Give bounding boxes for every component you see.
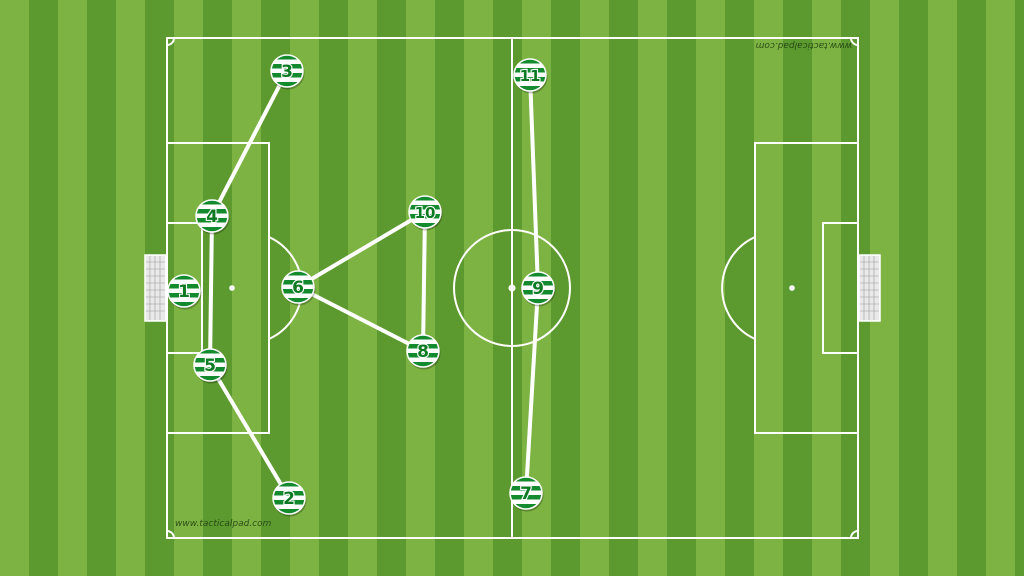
corner-arc-bottom-right	[850, 530, 859, 539]
right-penalty-spot	[789, 285, 795, 291]
link-6-10	[296, 210, 427, 289]
player-6[interactable]: 6	[281, 270, 316, 306]
link-10-8	[421, 210, 427, 353]
player-2[interactable]: 2	[272, 481, 307, 517]
player-10-hoops	[409, 196, 441, 228]
player-3-hoops	[271, 55, 303, 87]
corner-arc-bottom-left	[166, 530, 175, 539]
player-7-hoops	[510, 477, 542, 509]
passing-links	[208, 69, 540, 500]
player-3[interactable]: 3	[270, 54, 305, 90]
player-6-hoops	[282, 271, 314, 303]
corner-arc-top-left	[166, 37, 175, 46]
player-5-hoops	[194, 349, 226, 381]
player-number: 7	[520, 484, 532, 504]
player-9-hoops	[522, 272, 554, 304]
player-number: 2	[283, 489, 295, 509]
right-goal-net	[858, 254, 881, 322]
players: 1 2 3 4 5 6 7 8 9 10 11	[167, 54, 556, 517]
link-3-4	[210, 69, 289, 218]
watermark-bottom: www.tacticalpad.com	[175, 519, 272, 529]
right-goal-area	[822, 222, 859, 354]
player-10[interactable]: 10	[408, 195, 443, 231]
player-9[interactable]: 9	[521, 271, 556, 307]
player-4[interactable]: 4	[195, 199, 230, 235]
player-number: 5	[204, 356, 216, 376]
player-7[interactable]: 7	[509, 476, 544, 512]
corner-arc-top-right	[850, 37, 859, 46]
player-5[interactable]: 5	[193, 348, 228, 384]
player-11-hoops	[514, 59, 546, 91]
player-number: 6	[292, 278, 304, 298]
player-1[interactable]: 1	[167, 274, 202, 310]
player-number: 4	[206, 207, 218, 227]
player-number: 8	[417, 342, 429, 362]
link-4-5	[208, 214, 214, 367]
player-number: 3	[281, 62, 293, 82]
player-8[interactable]: 8	[406, 334, 441, 370]
player-1-hoops	[168, 275, 200, 307]
left-penalty-spot	[229, 285, 235, 291]
center-circle	[453, 229, 571, 347]
player-number: 10	[415, 204, 436, 222]
link-11-9	[528, 73, 540, 290]
left-goal-net	[144, 254, 167, 322]
player-11[interactable]: 11	[513, 58, 548, 94]
center-spot	[508, 284, 516, 292]
left-goal-area	[166, 222, 203, 354]
player-8-hoops	[407, 335, 439, 367]
player-number: 11	[520, 67, 541, 85]
link-9-7	[524, 286, 540, 495]
player-number: 1	[178, 282, 190, 302]
link-8-6	[296, 285, 425, 353]
player-4-hoops	[196, 200, 228, 232]
watermark-top: www.tacticalpad.com	[755, 40, 852, 50]
right-penalty-arc	[721, 236, 756, 340]
player-2-hoops	[273, 482, 305, 514]
pitch-markings	[166, 37, 859, 539]
player-number: 9	[532, 279, 544, 299]
link-5-2	[208, 363, 291, 500]
